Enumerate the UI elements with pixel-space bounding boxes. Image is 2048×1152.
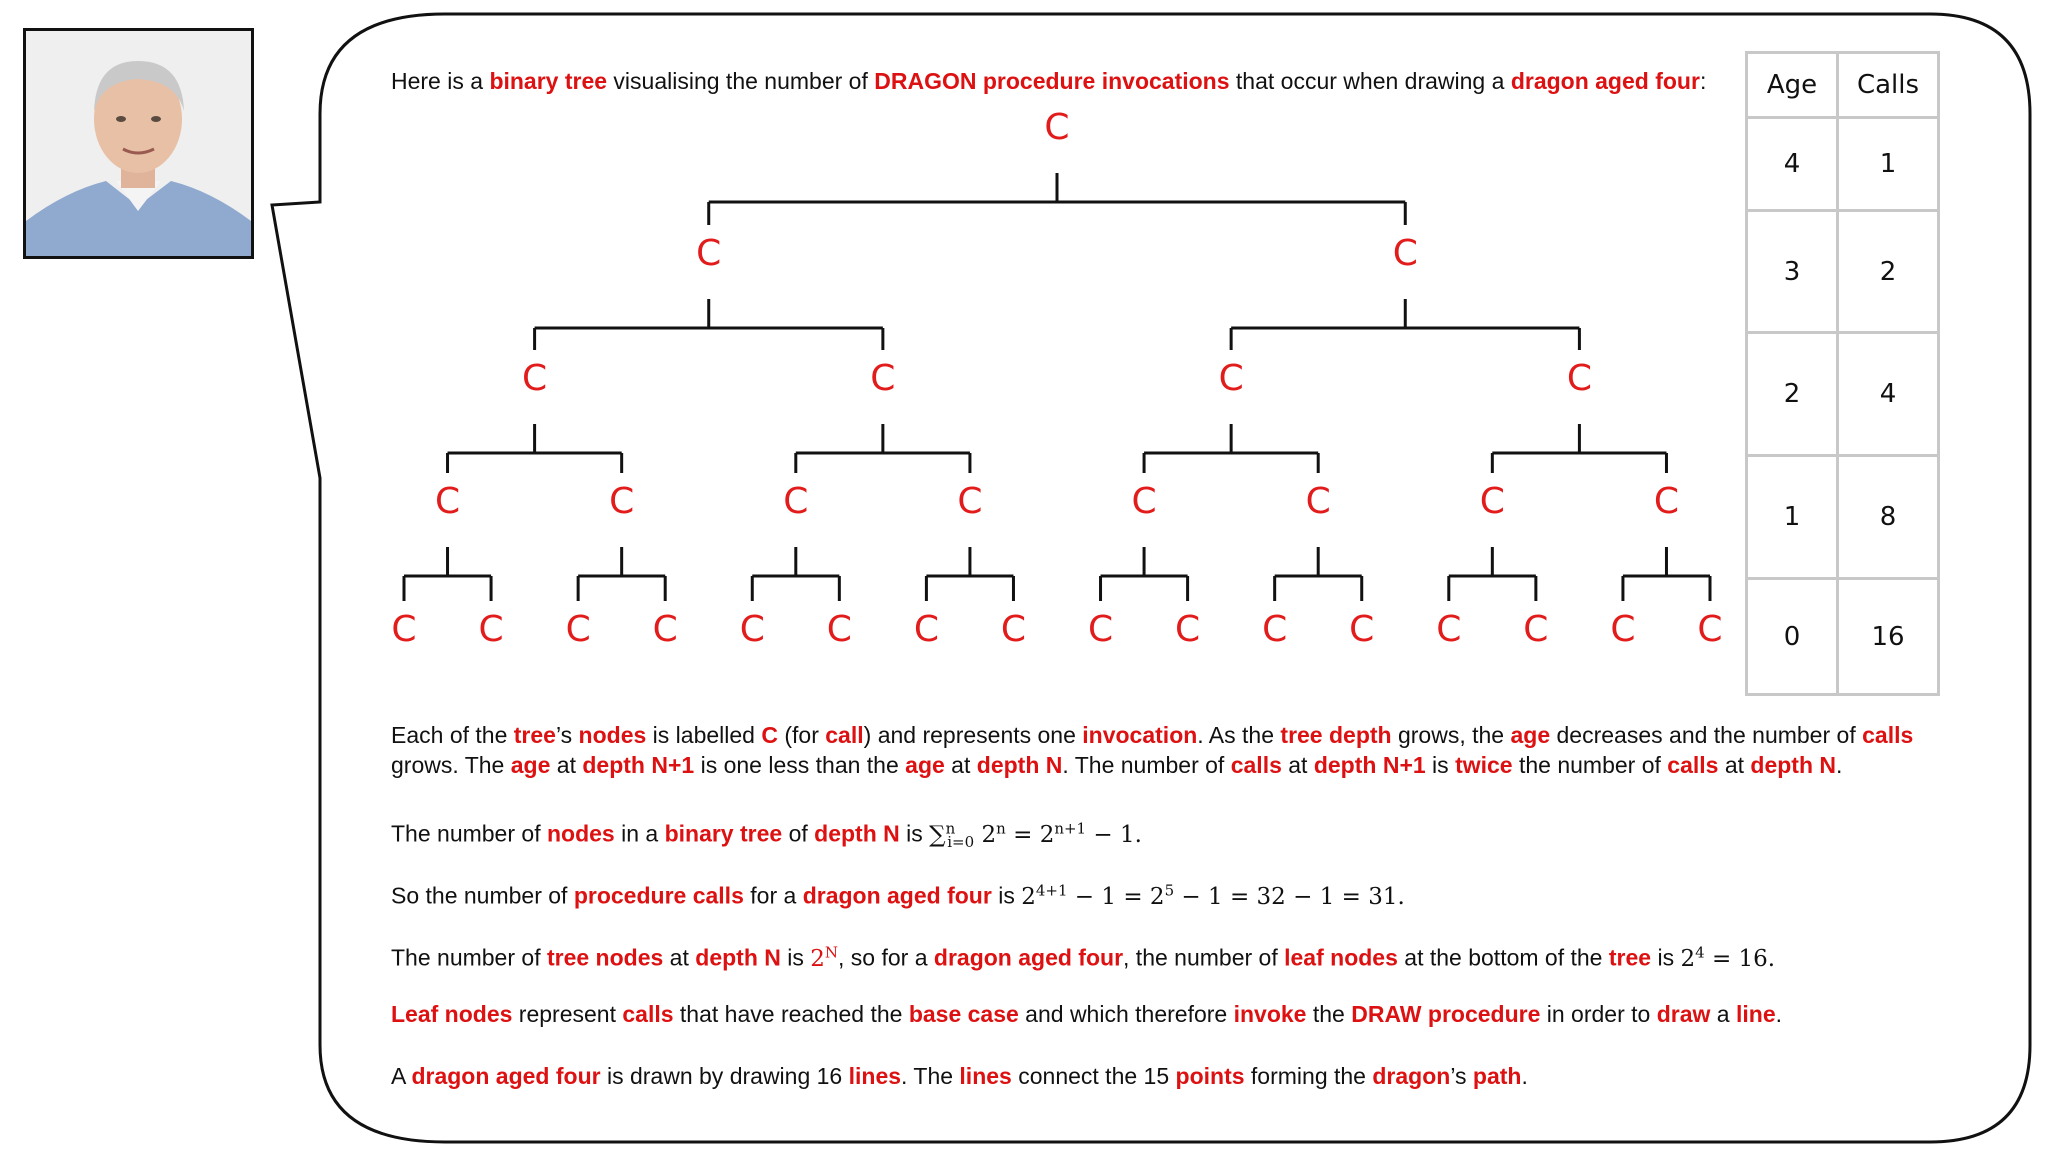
tree-node-label: C (609, 481, 634, 522)
leaf-node-label: C (1523, 609, 1548, 650)
age-calls-table: Age Calls 4 1 3 2 2 4 1 8 0 16 (1745, 51, 1940, 696)
age-cell: 1 (1745, 454, 1839, 580)
table-row: 1 8 (1745, 454, 1940, 580)
paragraph-leaf-nodes: The number of tree nodes at depth N is 2… (391, 943, 1776, 972)
paragraph-node-count-formula: The number of nodes in a binary tree of … (391, 819, 1142, 852)
calls-cell: 1 (1836, 116, 1940, 212)
age-cell: 3 (1745, 209, 1839, 334)
tree-node-label: C (1306, 481, 1331, 522)
header-calls: Calls (1836, 51, 1940, 119)
calls-cell: 8 (1836, 454, 1940, 580)
tree-node-label: C (957, 481, 982, 522)
leaf-node-label: C (1697, 609, 1722, 650)
tree-node-label: C (1654, 481, 1679, 522)
table-row: 4 1 (1745, 116, 1940, 212)
tree-node-label: C (435, 481, 460, 522)
leaf-node-label: C (1436, 609, 1461, 650)
tree-node-label: C (1567, 358, 1592, 399)
leaf-node-label: C (740, 609, 765, 650)
leaf-node-label: C (827, 609, 852, 650)
table-row: 2 4 (1745, 331, 1940, 457)
tree-node-label: C (1393, 233, 1418, 274)
tree-node-label: C (783, 481, 808, 522)
calls-formula: 24+1 − 1 = 25 − 1 = 32 − 1 = 31. (1021, 881, 1405, 910)
leaf-node-label: C (1610, 609, 1635, 650)
table-header-row: Age Calls (1745, 51, 1940, 119)
tree-node-label: C (1131, 481, 1156, 522)
two-power-n: 2N (810, 943, 839, 972)
tree-node-label: C (696, 233, 721, 274)
header-age: Age (1745, 51, 1839, 119)
paragraph-procedure-calls: So the number of procedure calls for a d… (391, 881, 1405, 910)
sum-formula: ∑ni=0 2n = 2n+1 − 1. (929, 819, 1142, 852)
leaf-node-label: C (914, 609, 939, 650)
leaf-node-label: C (1175, 609, 1200, 650)
age-cell: 4 (1745, 116, 1839, 212)
table-row: 3 2 (1745, 209, 1940, 334)
leaf-node-label: C (1262, 609, 1287, 650)
intro-text: Here is a binary tree visualising the nu… (391, 68, 1707, 94)
leaf-node-label: C (1349, 609, 1374, 650)
tree-node-label: C (522, 358, 547, 399)
leaf-node-label: C (566, 609, 591, 650)
tree-node-label: C (870, 358, 895, 399)
tree-node-label: C (1219, 358, 1244, 399)
leaf-node-label: C (1001, 609, 1026, 650)
age-cell: 0 (1745, 577, 1839, 696)
leaf-formula: 24 = 16. (1680, 943, 1776, 972)
portrait-image (26, 31, 251, 256)
leaf-node-label: C (391, 609, 416, 650)
speaker-photo (23, 28, 254, 259)
age-cell: 2 (1745, 331, 1839, 457)
calls-cell: 2 (1836, 209, 1940, 334)
paragraph-dragon-lines: A dragon aged four is drawn by drawing 1… (391, 1063, 1528, 1089)
leaf-node-label: C (653, 609, 678, 650)
leaf-node-label: C (1088, 609, 1113, 650)
calls-cell: 16 (1836, 577, 1940, 696)
leaf-node-label: C (478, 609, 503, 650)
calls-cell: 4 (1836, 331, 1940, 457)
tree-node-label: C (1044, 107, 1069, 148)
paragraph-base-case: Leaf nodes represent calls that have rea… (391, 1001, 1782, 1027)
tree-node-label: C (1480, 481, 1505, 522)
table-row: 0 16 (1745, 577, 1940, 696)
paragraph-nodes-explained: Each of the tree’s nodes is labelled C (… (391, 722, 1914, 778)
